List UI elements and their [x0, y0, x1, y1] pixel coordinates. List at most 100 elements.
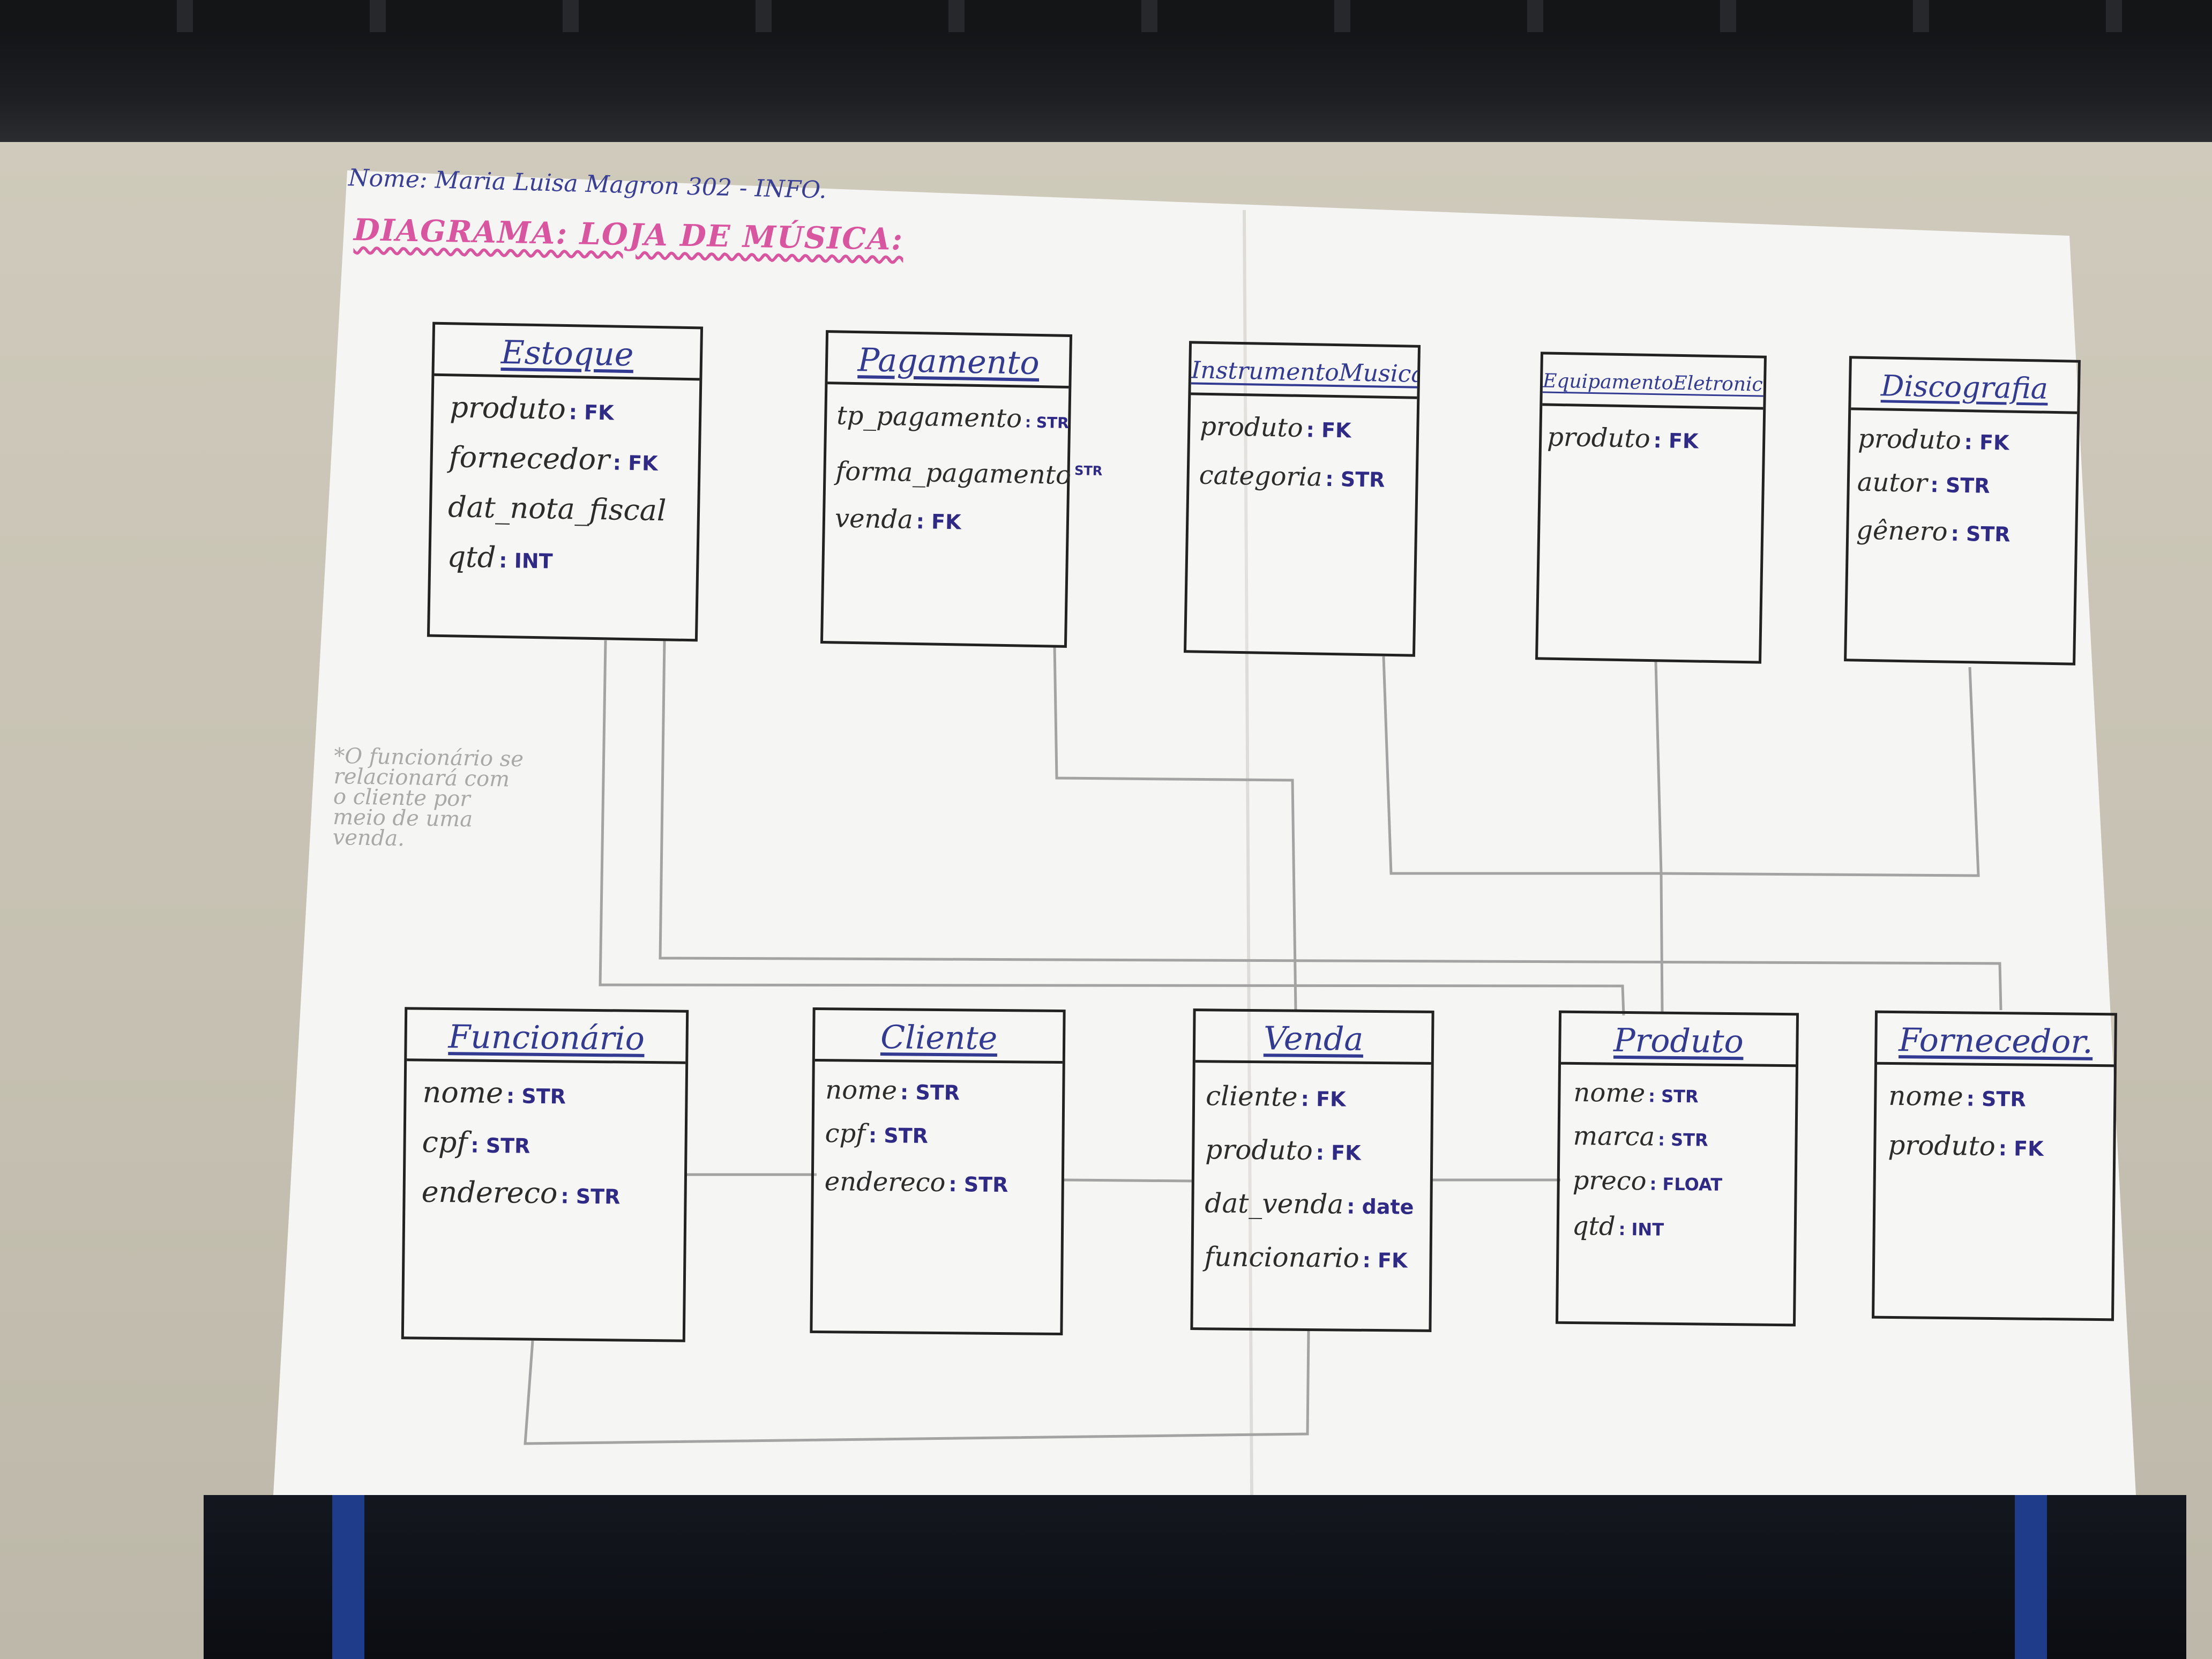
attribute-type: : INT [1618, 1219, 1664, 1240]
attribute-name: endereco [421, 1175, 558, 1210]
entity-discografia-title: Discografia [1851, 358, 2078, 414]
attribute-name: preco [1572, 1165, 1647, 1197]
attribute-type: : STR [868, 1123, 929, 1148]
entity-cliente-attributes: nome: STR cpf: STR endereco: STR [813, 1062, 1062, 1211]
attribute-row: dat_venda: date [1205, 1177, 1421, 1233]
attribute-row: nome: STR [422, 1069, 676, 1122]
entity-estoque: Estoque produto: FK fornecedor: FK dat_n… [427, 322, 704, 642]
entity-estoque-attributes: produto: FK fornecedor: FK dat_nota_fisc… [431, 376, 700, 588]
attribute-name: qtd [446, 540, 496, 574]
entity-fornecedor: Fornecedor. nome: STR produto: FK [1872, 1010, 2117, 1321]
attribute-name: tp_pagamento [836, 400, 1022, 434]
entity-fornecedor-title: Fornecedor. [1877, 1013, 2114, 1067]
attribute-name: funcionario [1204, 1241, 1359, 1274]
attribute-name: nome [422, 1075, 504, 1110]
attribute-name: dat_nota_fiscal [447, 490, 667, 528]
attribute-row: produto: FK [1205, 1124, 1421, 1179]
attribute-type: : STR [948, 1172, 1008, 1197]
attribute-type: : FK [1362, 1248, 1408, 1273]
attribute-type: : date [1346, 1194, 1414, 1219]
chair-frame [332, 1495, 2047, 1659]
attribute-type: STR [1074, 463, 1103, 479]
attribute-row: categoria: STR [1199, 452, 1407, 504]
attribute-row: gênero: STR [1856, 505, 2066, 562]
attribute-row: tp_pagamento: STR [836, 392, 1069, 446]
attribute-type [669, 502, 670, 525]
attribute-name: nome [1888, 1080, 1963, 1112]
entity-venda: Venda cliente: FK produto: FK dat_venda:… [1190, 1008, 1434, 1332]
attribute-row: nome: STR [825, 1069, 1053, 1115]
attribute-type: : STR [1966, 1087, 2026, 1111]
attribute-type: : STR [900, 1080, 960, 1105]
entity-equipamento-eletronico: EquipamentoEletronico produto: FK [1535, 352, 1767, 664]
attribute-name: produto [1199, 411, 1304, 444]
attribute-row: marca: STR [1573, 1116, 1785, 1161]
entity-instrumento-musical-attributes: produto: FK categoria: STR [1189, 395, 1417, 504]
entity-cliente: Cliente nome: STR cpf: STR endereco: STR [810, 1007, 1066, 1336]
entity-pagamento-title: Pagamento [827, 333, 1070, 388]
attribute-type: : STR [1648, 1086, 1699, 1107]
attribute-type: : STR [1951, 521, 2011, 547]
attribute-name: marca [1573, 1120, 1655, 1152]
link-funcionario-venda [524, 1331, 1310, 1445]
keyboard [0, 0, 2212, 142]
attribute-row: funcionario: FK [1204, 1231, 1420, 1287]
link-estoque-produto [599, 640, 1625, 1016]
entity-fornecedor-attributes: nome: STR produto: FK [1876, 1065, 2114, 1174]
attribute-row: preco: FLOAT [1572, 1159, 1785, 1207]
keyboard-keys [0, 0, 2212, 32]
entity-instrumento-musical-title: InstrumentoMusical [1191, 343, 1418, 399]
attribute-type: : STR [506, 1084, 566, 1109]
attribute-row: nome: STR [1888, 1072, 2104, 1124]
attribute-row: produto: FK [1546, 414, 1753, 466]
attribute-type: : FK [1998, 1137, 2044, 1161]
attribute-row: qtd: INT [447, 533, 687, 587]
attribute-row: cpf: STR [422, 1119, 675, 1171]
attribute-name: produto [1546, 422, 1651, 454]
attribute-row: qtd: INT [1572, 1205, 1784, 1252]
attribute-row: autor: STR [1857, 461, 2066, 509]
entity-produto-title: Produto [1561, 1013, 1796, 1067]
relationship-note: *O funcionário se relacionará com o clie… [332, 743, 524, 851]
entity-produto: Produto nome: STR marca: STR preco: FLOA… [1555, 1010, 1799, 1327]
entity-equipamento-eletronico-attributes: produto: FK [1541, 406, 1763, 466]
attribute-type: : FK [1301, 1087, 1346, 1111]
attribute-name: qtd [1572, 1210, 1616, 1242]
attribute-name: endereco [824, 1167, 946, 1198]
entity-pagamento: Pagamento tp_pagamento: STR forma_pagame… [820, 330, 1103, 648]
attribute-name: produto [1888, 1129, 1996, 1162]
attribute-row: venda: FK [834, 495, 1057, 547]
attribute-type: : STR [1325, 467, 1385, 492]
attribute-type: : INT [498, 548, 553, 573]
attribute-type: : STR [470, 1133, 530, 1158]
attribute-name: categoria [1199, 460, 1322, 492]
attribute-row: fornecedor: FK [449, 434, 689, 488]
attribute-type: : FLOAT [1649, 1174, 1723, 1195]
attribute-name: dat_venda [1205, 1187, 1344, 1220]
attribute-row: produto: FK [1200, 403, 1408, 455]
attribute-type: : FK [1316, 1141, 1361, 1165]
attribute-type: : STR [1930, 473, 1990, 498]
attribute-type: : FK [612, 451, 658, 476]
entity-estoque-title: Estoque [434, 324, 701, 381]
attribute-type: : FK [1653, 429, 1699, 453]
attribute-row: dat_nota_fiscal [447, 483, 688, 537]
attribute-row: produto: FK [1888, 1122, 2104, 1173]
attribute-name: forma_pagamento [835, 456, 1072, 491]
attribute-type: : STR [561, 1184, 621, 1209]
attribute-name: produto [1857, 423, 1962, 455]
attribute-row: endereco: STR [421, 1169, 675, 1221]
entity-equipamento-eletronico-title: EquipamentoEletronico [1542, 354, 1764, 410]
attribute-row: cliente: FK [1206, 1070, 1422, 1126]
attribute-name: cliente [1205, 1080, 1298, 1112]
attribute-row: endereco: STR [824, 1156, 1052, 1211]
link-discografia-produto [1661, 667, 1980, 877]
chair-backrest [204, 1495, 2186, 1659]
entity-discografia-attributes: produto: FK autor: STR gênero: STR [1848, 410, 2077, 561]
attribute-row: produto: FK [450, 384, 690, 438]
entity-discografia: Discografia produto: FK autor: STR gêner… [1844, 356, 2081, 666]
